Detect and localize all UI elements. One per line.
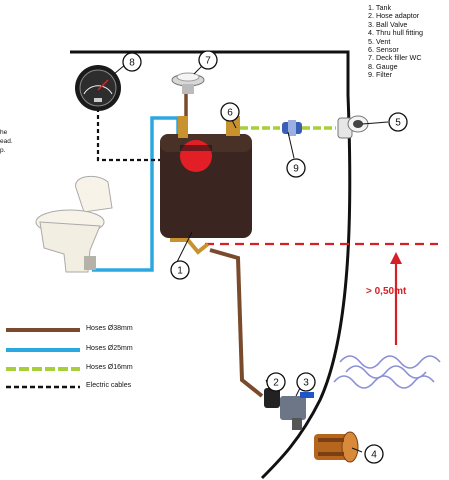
side-note: he ead. p. [0, 128, 13, 155]
thru-hull-fitting-icon [314, 431, 359, 463]
callout-circle [388, 112, 408, 132]
callout-number: 5 [395, 118, 401, 129]
callout-number: 8 [129, 58, 135, 69]
callout-number: 3 [303, 378, 309, 389]
side-note-line: p. [0, 147, 6, 154]
callout-circle [170, 260, 190, 280]
legend-label-38: Hoses Ø38mm [86, 325, 133, 332]
callout-number: 4 [371, 450, 377, 461]
parts-list-item: 1. Tank [368, 3, 392, 12]
callout-number: 7 [205, 56, 211, 67]
parts-list-item: 3. Ball Valve [368, 19, 408, 29]
parts-list-item: 2. Hose adaptor [368, 11, 420, 21]
height-arrow-head [390, 252, 402, 264]
parts-list: 1. Tank 2. Hose adaptor 3. Ball Valve 4.… [368, 3, 424, 80]
hull-line [70, 50, 352, 480]
tank [160, 116, 252, 255]
deck-filler-icon [171, 72, 205, 94]
side-note-line: ead. [0, 138, 13, 145]
parts-list-item: 9. Filter [368, 70, 392, 80]
legend-label-25: Hoses Ø25mm [86, 345, 133, 352]
callout-number: 9 [293, 164, 299, 175]
callout-number: 6 [227, 108, 233, 119]
filter-icon [282, 120, 302, 136]
toilet-icon [35, 175, 113, 273]
callout-circle [220, 102, 240, 122]
callout-number: 1 [177, 266, 183, 277]
callout-circle [198, 50, 218, 70]
callout-number: 2 [273, 378, 279, 389]
parts-list-item: 5. Vent [368, 36, 391, 46]
gauge-icon [75, 65, 121, 111]
callout-circle [266, 372, 286, 392]
ball-valve-icon [264, 388, 314, 430]
tank-red-cap [180, 140, 212, 172]
height-label: > 0,50mt [366, 286, 407, 297]
parts-list-item: 7. Deck filler WC [368, 53, 422, 63]
callout-circle [286, 158, 306, 178]
parts-list-item: 6. Sensor [368, 45, 399, 55]
brown-hose-outlet [209, 248, 264, 398]
side-note-line: he [0, 129, 8, 136]
callout-circle [122, 52, 142, 72]
callout-circle [296, 372, 316, 392]
legend-label-16: Hoses Ø16mm [86, 364, 133, 371]
water-waves [333, 355, 441, 389]
callout-markers: 1 2 3 4 5 6 7 8 9 [122, 50, 408, 464]
callout-circle [364, 444, 384, 464]
parts-list-item: 4. Thru hull fitting [368, 28, 424, 38]
parts-list-item: 8. Gauge [368, 61, 398, 71]
vent-icon [337, 115, 369, 139]
legend-label-cables: Electric cables [86, 382, 132, 389]
legend-swatches [6, 328, 80, 389]
